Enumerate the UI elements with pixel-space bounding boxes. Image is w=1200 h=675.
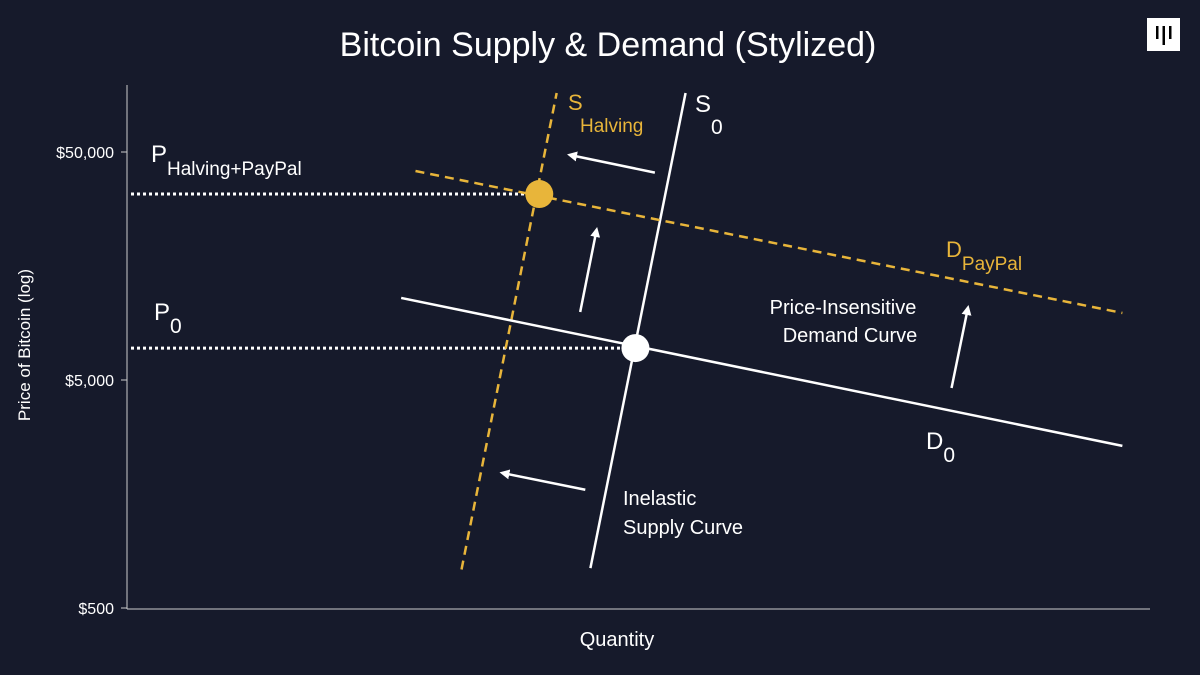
- d0-label: D0: [926, 428, 955, 467]
- logo-icon: [1156, 26, 1172, 45]
- curve-s0: [589, 92, 687, 569]
- d-paypal-label: DPayPal: [946, 237, 1022, 275]
- curve-d-paypal: [415, 169, 1123, 315]
- curve-d0: [400, 296, 1123, 448]
- equilibrium-point: [621, 334, 650, 363]
- s0-label: S0: [695, 91, 723, 139]
- y-tick-label: $5,000: [65, 373, 114, 390]
- y-tick-label: $50,000: [56, 145, 114, 162]
- chart-title: Bitcoin Supply & Demand (Stylized): [340, 26, 877, 64]
- x-axis-label: Quantity: [580, 629, 654, 651]
- p-halving-paypal-label: PHalving+PayPal: [151, 141, 302, 180]
- p0-label: P0: [154, 299, 182, 338]
- equilibrium-point: [525, 180, 554, 209]
- shift-arrow: [950, 305, 972, 389]
- y-tick-label: $500: [78, 601, 114, 618]
- y-axis-label: Price of Bitcoin (log): [15, 269, 34, 421]
- shift-arrow: [578, 227, 601, 313]
- shift-arrow: [567, 151, 656, 174]
- shift-arrow: [499, 469, 586, 492]
- curve-s-halving: [460, 92, 558, 570]
- logo: [1147, 18, 1180, 51]
